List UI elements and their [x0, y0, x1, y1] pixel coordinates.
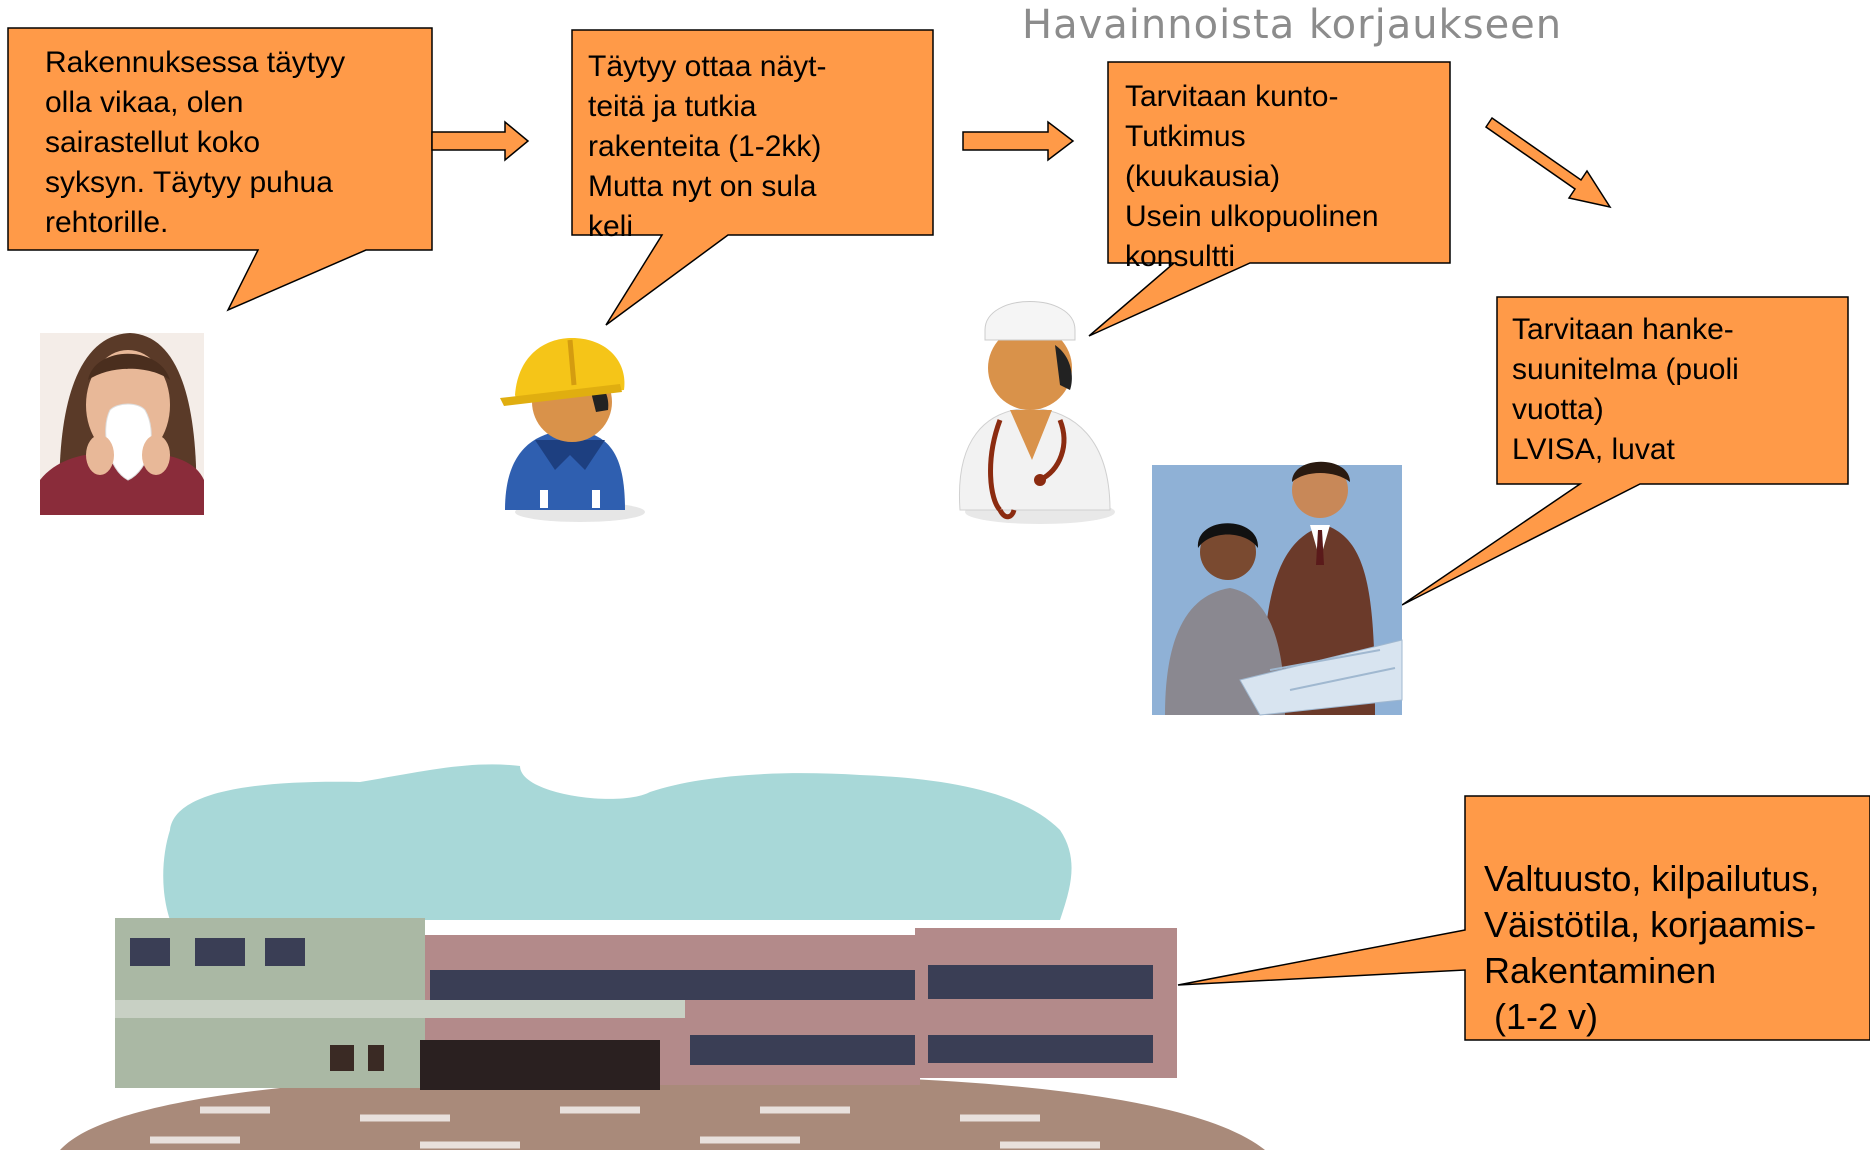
- callout-5-line: Rakentaminen: [1484, 950, 1717, 991]
- callout-1-line: sairastellut koko: [45, 126, 261, 159]
- callout-5-text: Valtuusto, kilpailutus, Väistötila, korj…: [1484, 856, 1820, 1040]
- callout-5-line: Väistötila, korjaamis-: [1484, 904, 1817, 945]
- callout-3-line: konsultti: [1125, 240, 1236, 273]
- callout-3-line: (kuukausia): [1125, 160, 1281, 193]
- callout-2-line: teitä ja tutkia: [588, 90, 757, 123]
- callout-4-line: suunitelma (puoli: [1512, 353, 1739, 386]
- callout-2-shape: [571, 29, 934, 326]
- callout-2-line: Täytyy ottaa näyt-: [588, 50, 827, 83]
- construction-worker: [500, 338, 645, 522]
- callout-5-line: (1-2 v): [1484, 996, 1599, 1037]
- callout-2-text: Täytyy ottaa näyt- teitä ja tutkia raken…: [588, 47, 826, 247]
- callout-2-line: rakenteita (1-2kk): [588, 130, 822, 163]
- callout-3-line: Tutkimus: [1125, 120, 1246, 153]
- callout-5-line: Valtuusto, kilpailutus,: [1484, 858, 1820, 899]
- callout-3-shape: [1088, 61, 1451, 337]
- callout-4-line: Tarvitaan hanke-: [1512, 313, 1734, 346]
- callout-4-shape: [1401, 296, 1849, 606]
- callout-4-text: Tarvitaan hanke- suunitelma (puoli vuott…: [1512, 310, 1739, 470]
- sneezing-person: [40, 333, 204, 515]
- slide-title: Havainnoista korjaukseen: [1022, 2, 1563, 48]
- callout-3-line: Tarvitaan kunto-: [1125, 80, 1339, 113]
- callout-4-line: LVISA, luvat: [1512, 433, 1675, 466]
- school-building: [60, 764, 1265, 1150]
- callout-2-line: keli: [588, 210, 634, 243]
- callout-1-line: rehtorille.: [45, 206, 169, 239]
- callout-1-text: Rakennuksessa täytyy olla vikaa, olen sa…: [45, 43, 345, 243]
- arrow-right-icon: [431, 120, 530, 162]
- arrow-down-right-icon: [1484, 116, 1612, 209]
- callout-3-text: Tarvitaan kunto- Tutkimus (kuukausia) Us…: [1125, 77, 1379, 277]
- callout-5-shape: [1177, 795, 1870, 1041]
- callout-1-shape: [7, 27, 433, 312]
- callout-1-line: olla vikaa, olen: [45, 86, 244, 119]
- doctor: [958, 301, 1115, 524]
- callout-1-line: syksyn. Täytyy puhua: [45, 166, 333, 199]
- arrow-right-icon: [962, 120, 1075, 162]
- callout-4-line: vuotta): [1512, 393, 1604, 426]
- callout-3-line: Usein ulkopuolinen: [1125, 200, 1379, 233]
- callout-2-line: Mutta nyt on sula: [588, 170, 817, 203]
- planning-team: [1152, 461, 1403, 716]
- callout-1-line: Rakennuksessa täytyy: [45, 46, 346, 79]
